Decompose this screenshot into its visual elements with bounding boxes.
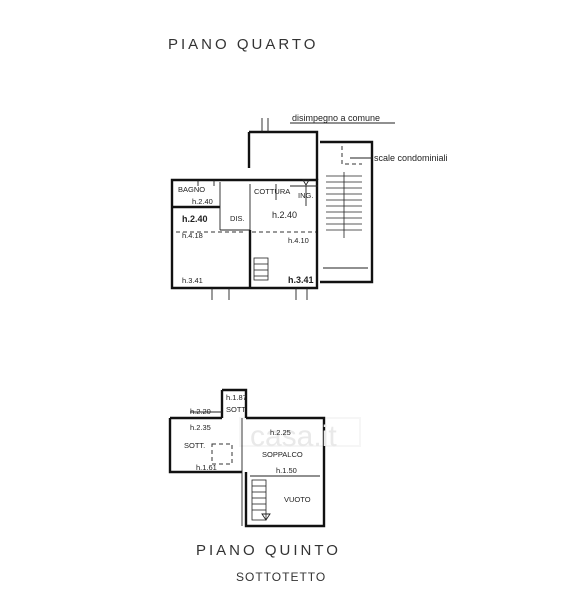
label-vuoto: VUOTO	[284, 495, 311, 504]
floor4-plan	[170, 118, 395, 300]
label-scale-condominiali: scale condominiali	[374, 153, 448, 163]
label-ingresso: ING.	[298, 191, 313, 200]
label-disimpegno: DIS.	[230, 214, 245, 223]
label-sott-small: SOTT.	[226, 405, 247, 414]
label-cottura: COTTURA	[254, 187, 290, 196]
label-height-341-right: h.3.41	[288, 275, 314, 285]
label-height-187: h.1.87	[226, 393, 247, 402]
label-disimpegno-comune: disimpegno a comune	[292, 113, 380, 123]
label-height-410: h.4.10	[288, 236, 309, 245]
label-height-left: h.2.40	[182, 214, 208, 224]
label-bagno-height: h.2.40	[192, 197, 213, 206]
label-height-418: h.4.18	[182, 231, 203, 240]
label-height-235: h.2.35	[190, 423, 211, 432]
floor5-subtitle: SOTTOTETTO	[236, 570, 326, 584]
label-height-225: h.2.25	[270, 428, 291, 437]
floor4-title: PIANO QUARTO	[168, 36, 318, 53]
label-sott: SOTT.	[184, 441, 205, 450]
watermark-text: casa.it	[250, 420, 337, 453]
label-height-220: h.2.20	[190, 407, 211, 416]
label-soppalco: SOPPALCO	[262, 450, 303, 459]
label-height-150: h.1.50	[276, 466, 297, 475]
label-height-161: h.1.61	[196, 463, 217, 472]
label-height-341-left: h.3.41	[182, 276, 203, 285]
label-bagno: BAGNO	[178, 185, 205, 194]
label-height-center: h.2.40	[272, 210, 297, 220]
floor5-title: PIANO QUINTO	[196, 542, 341, 559]
floor5-plan	[168, 388, 326, 528]
